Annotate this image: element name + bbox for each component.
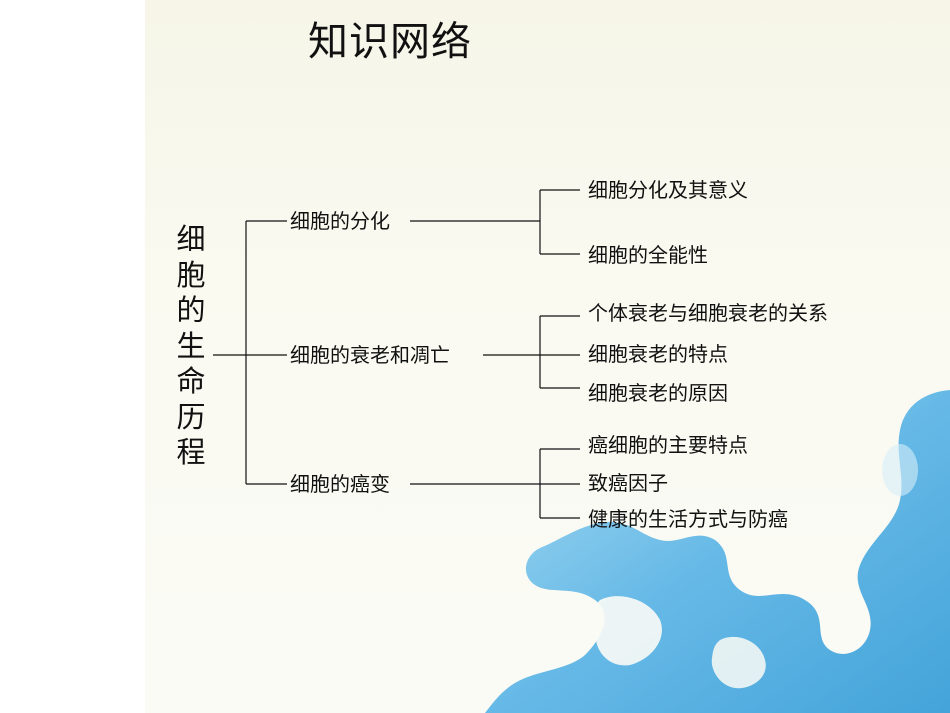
root-char: 胞: [176, 257, 206, 292]
root-char: 生: [176, 328, 206, 363]
leaf-label: 致癌因子: [588, 471, 668, 495]
root-char: 命: [176, 364, 206, 398]
leaf-label: 细胞衰老的原因: [588, 381, 728, 405]
branch-label: 细胞的衰老和凋亡: [290, 343, 450, 367]
branch-label: 细胞的分化: [290, 209, 390, 233]
root-char: 细: [176, 222, 206, 256]
leaf-label: 健康的生活方式与防癌: [588, 507, 788, 531]
leaf-label: 个体衰老与细胞衰老的关系: [588, 301, 828, 325]
slide-background: [145, 0, 950, 713]
leaf-label: 细胞衰老的特点: [588, 342, 728, 366]
leaf-label: 癌细胞的主要特点: [588, 433, 748, 457]
root-char: 的: [176, 293, 206, 327]
branch-label: 细胞的癌变: [290, 472, 390, 496]
page-title: 知识网络: [308, 19, 472, 65]
leaf-label: 细胞的全能性: [588, 243, 708, 267]
leaf-label: 细胞分化及其意义: [588, 178, 748, 202]
root-char: 历: [176, 399, 206, 434]
root-char: 程: [176, 435, 206, 469]
root-node: 细 胞 的 生 命 历 程: [176, 222, 206, 471]
